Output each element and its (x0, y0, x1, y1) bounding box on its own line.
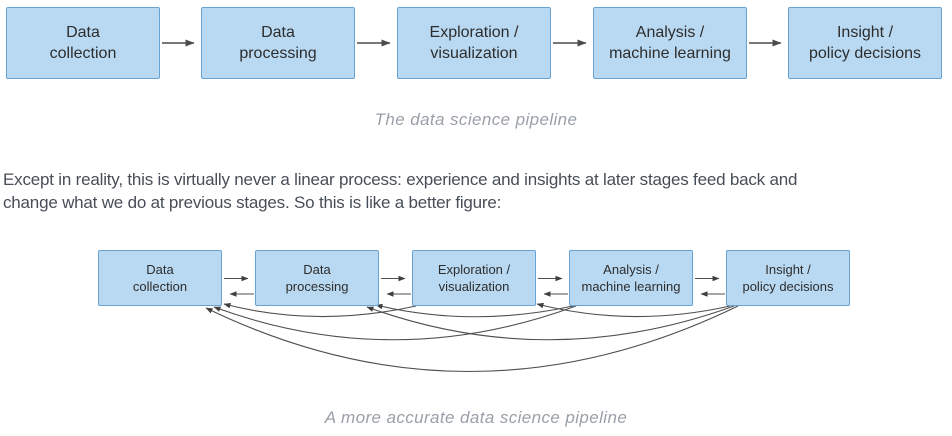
stage-box-exploration: Exploration / visualization (397, 7, 551, 79)
feedback-arc-5-1 (205, 305, 739, 373)
stage-label: Exploration / (429, 24, 519, 41)
stage-label: processing (239, 45, 317, 62)
stage-label: visualization (430, 45, 518, 62)
feedback-pipeline-figure: Data collection Data processing Explorat… (0, 240, 952, 390)
figure1-caption: The data science pipeline (374, 110, 578, 129)
stage-label: machine learning (609, 45, 731, 62)
stage-label: Data (303, 262, 331, 277)
feedback-pipeline-arrows (205, 275, 739, 373)
stage-label: collection (49, 45, 117, 62)
body-paragraph-line1: Except in reality, this is virtually nev… (3, 170, 798, 189)
stage-label: processing (285, 279, 349, 294)
feedback-arc-5-3 (536, 302, 731, 318)
linear-pipeline-arrows (162, 39, 782, 47)
stage-label: Insight / (836, 24, 894, 41)
stage-box-analysis: Analysis / machine learning (593, 7, 747, 79)
stage-box-analysis: Analysis / machine learning (569, 250, 693, 306)
stage-box-data-collection: Data collection (6, 7, 160, 79)
stage-label: Analysis / (635, 24, 705, 41)
stage-label: Data (261, 24, 295, 41)
body-paragraph: Except in reality, this is virtually nev… (0, 168, 952, 214)
stage-label: Data (66, 24, 100, 41)
feedback-arc-3-1 (223, 302, 417, 318)
feedback-arc-4-1 (213, 305, 577, 341)
stage-box-exploration: Exploration / visualization (412, 250, 536, 306)
body-paragraph-line2: change what we do at previous stages. So… (3, 193, 502, 212)
stage-label: Analysis / (603, 262, 659, 277)
stage-label: Exploration / (437, 262, 511, 277)
stage-box-insight: Insight / policy decisions (788, 7, 942, 79)
stage-box-data-processing: Data processing (255, 250, 379, 306)
stage-label: Insight / (765, 262, 811, 277)
stage-label: machine learning (581, 279, 681, 294)
stage-box-data-processing: Data processing (201, 7, 355, 79)
feedback-arc-5-2 (366, 305, 735, 341)
figure2-caption: A more accurate data science pipeline (324, 408, 628, 427)
stage-box-data-collection: Data collection (98, 250, 222, 306)
stage-label: policy decisions (742, 279, 834, 294)
stage-label: visualization (438, 279, 510, 294)
linear-pipeline-figure: Data collection Data processing Explorat… (0, 0, 952, 88)
stage-label: collection (132, 279, 188, 294)
stage-box-insight: Insight / policy decisions (726, 250, 850, 306)
feedback-arc-4-2 (375, 303, 574, 318)
stage-label: Data (146, 262, 174, 277)
stage-label: policy decisions (808, 45, 922, 62)
